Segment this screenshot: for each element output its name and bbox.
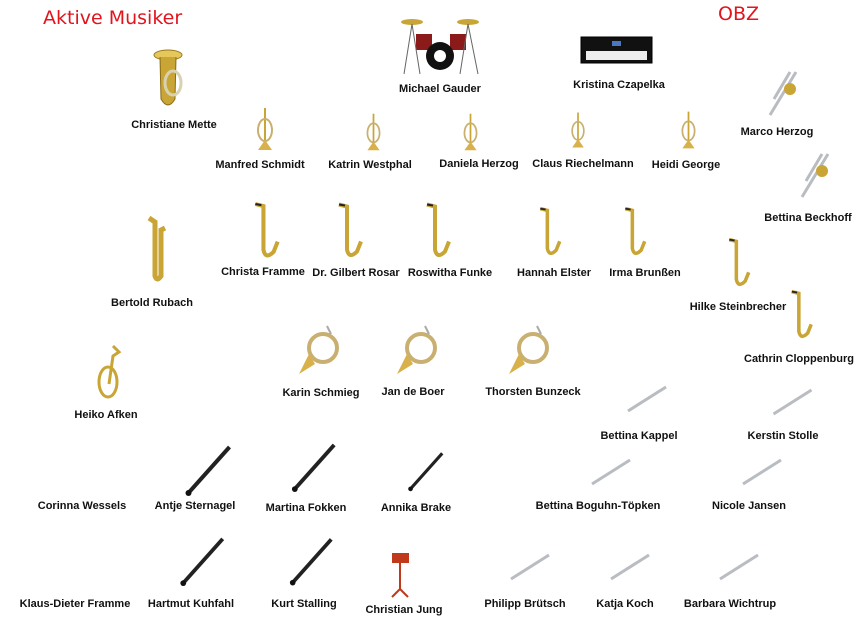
musician-name: Thorsten Bunzeck bbox=[485, 386, 581, 398]
musician-name: Antje Sternagel bbox=[154, 500, 236, 512]
french-horn-icon bbox=[393, 324, 440, 380]
musician-name: Hilke Steinbrecher bbox=[689, 301, 787, 313]
flugelhorn-icon bbox=[253, 106, 277, 152]
musician-name: Barbara Wichtrup bbox=[683, 598, 777, 610]
musician-name: Katja Koch bbox=[596, 598, 654, 610]
french-horn-icon bbox=[505, 324, 552, 380]
musician-name: Roswitha Funke bbox=[407, 267, 493, 279]
musician-name: Irma Brunßen bbox=[609, 267, 681, 279]
tuba-icon bbox=[148, 47, 188, 113]
flugelhorn-icon bbox=[678, 107, 699, 153]
musician-name: Marco Herzog bbox=[740, 126, 814, 138]
clarinet-icon bbox=[290, 441, 338, 494]
flute-icon bbox=[608, 552, 652, 582]
saxophone-icon bbox=[335, 201, 365, 262]
musician-name: Corinna Wessels bbox=[37, 500, 127, 512]
musician-name: Martina Fokken bbox=[265, 502, 347, 514]
euphonium-icon bbox=[56, 529, 94, 587]
musician-name: Bertold Rubach bbox=[111, 297, 193, 309]
musician-name: Christiane Mette bbox=[131, 119, 217, 131]
musician-name: Michael Gauder bbox=[399, 83, 481, 95]
saxophone-icon bbox=[423, 201, 453, 262]
clarinet-icon bbox=[398, 451, 454, 492]
musician-name: Manfred Schmidt bbox=[215, 159, 305, 171]
music-stand-icon bbox=[389, 551, 412, 599]
musician-name: Dr. Gilbert Rosar bbox=[312, 267, 400, 279]
trombone-icon bbox=[766, 69, 802, 119]
musician-name: Kerstin Stolle bbox=[747, 430, 819, 442]
musician-name: Kurt Stalling bbox=[271, 598, 337, 610]
flute-icon bbox=[508, 552, 552, 582]
musician-name: Heidi George bbox=[651, 159, 721, 171]
flute-icon bbox=[625, 384, 669, 414]
musician-name: Christa Framme bbox=[221, 266, 305, 278]
clarinet-icon bbox=[288, 536, 335, 587]
saxophone-icon bbox=[251, 201, 282, 262]
musician-name: Bettina Boguhn-Töpken bbox=[535, 500, 661, 512]
musician-name: Karin Schmieg bbox=[282, 387, 360, 399]
clarinet-icon bbox=[183, 444, 234, 497]
musician-name: Katrin Westphal bbox=[328, 159, 412, 171]
flugelhorn-icon bbox=[458, 112, 483, 152]
musician-name: Bettina Beckhoff bbox=[764, 212, 852, 224]
musician-name: Hartmut Kuhfahl bbox=[147, 598, 235, 610]
musician-name: Jan de Boer bbox=[381, 386, 445, 398]
musician-name: Nicole Jansen bbox=[712, 500, 786, 512]
flugelhorn-icon bbox=[568, 107, 588, 153]
heading-obz: OBZ bbox=[718, 3, 760, 25]
saxophone-icon bbox=[620, 206, 650, 259]
drums-icon bbox=[398, 14, 482, 76]
musician-name: Philipp Brütsch bbox=[484, 598, 566, 610]
saxophone-icon bbox=[723, 237, 755, 290]
musician-name: Claus Riechelmann bbox=[532, 158, 634, 170]
musician-name: Daniela Herzog bbox=[439, 158, 519, 170]
musician-name: Annika Brake bbox=[380, 502, 452, 514]
musician-name: Heiko Afken bbox=[74, 409, 138, 421]
musician-name: Klaus-Dieter Framme bbox=[19, 598, 131, 610]
musician-name: Bettina Kappel bbox=[600, 430, 678, 442]
flute-icon bbox=[740, 457, 784, 487]
trombone-icon bbox=[798, 150, 834, 202]
french-horn-icon bbox=[295, 324, 342, 380]
saxophone-icon bbox=[535, 206, 565, 259]
musician-name: Cathrin Cloppenburg bbox=[744, 353, 854, 365]
flute-icon bbox=[770, 387, 815, 417]
flute-icon bbox=[716, 552, 762, 582]
tenor-horn-icon bbox=[91, 344, 124, 402]
musician-name: Kristina Czapelka bbox=[573, 79, 665, 91]
clarinet-icon bbox=[178, 536, 227, 587]
baritone-sax-icon bbox=[141, 214, 169, 284]
keyboard-icon bbox=[580, 36, 653, 64]
saxophone-icon bbox=[786, 289, 817, 342]
musician-name: Christian Jung bbox=[365, 604, 443, 616]
heading-active-musicians: Aktive Musiker bbox=[43, 7, 183, 29]
musician-name: Hannah Elster bbox=[517, 267, 591, 279]
flugelhorn-icon bbox=[360, 112, 387, 152]
flute-icon bbox=[588, 457, 634, 487]
euphonium-icon bbox=[63, 441, 107, 497]
